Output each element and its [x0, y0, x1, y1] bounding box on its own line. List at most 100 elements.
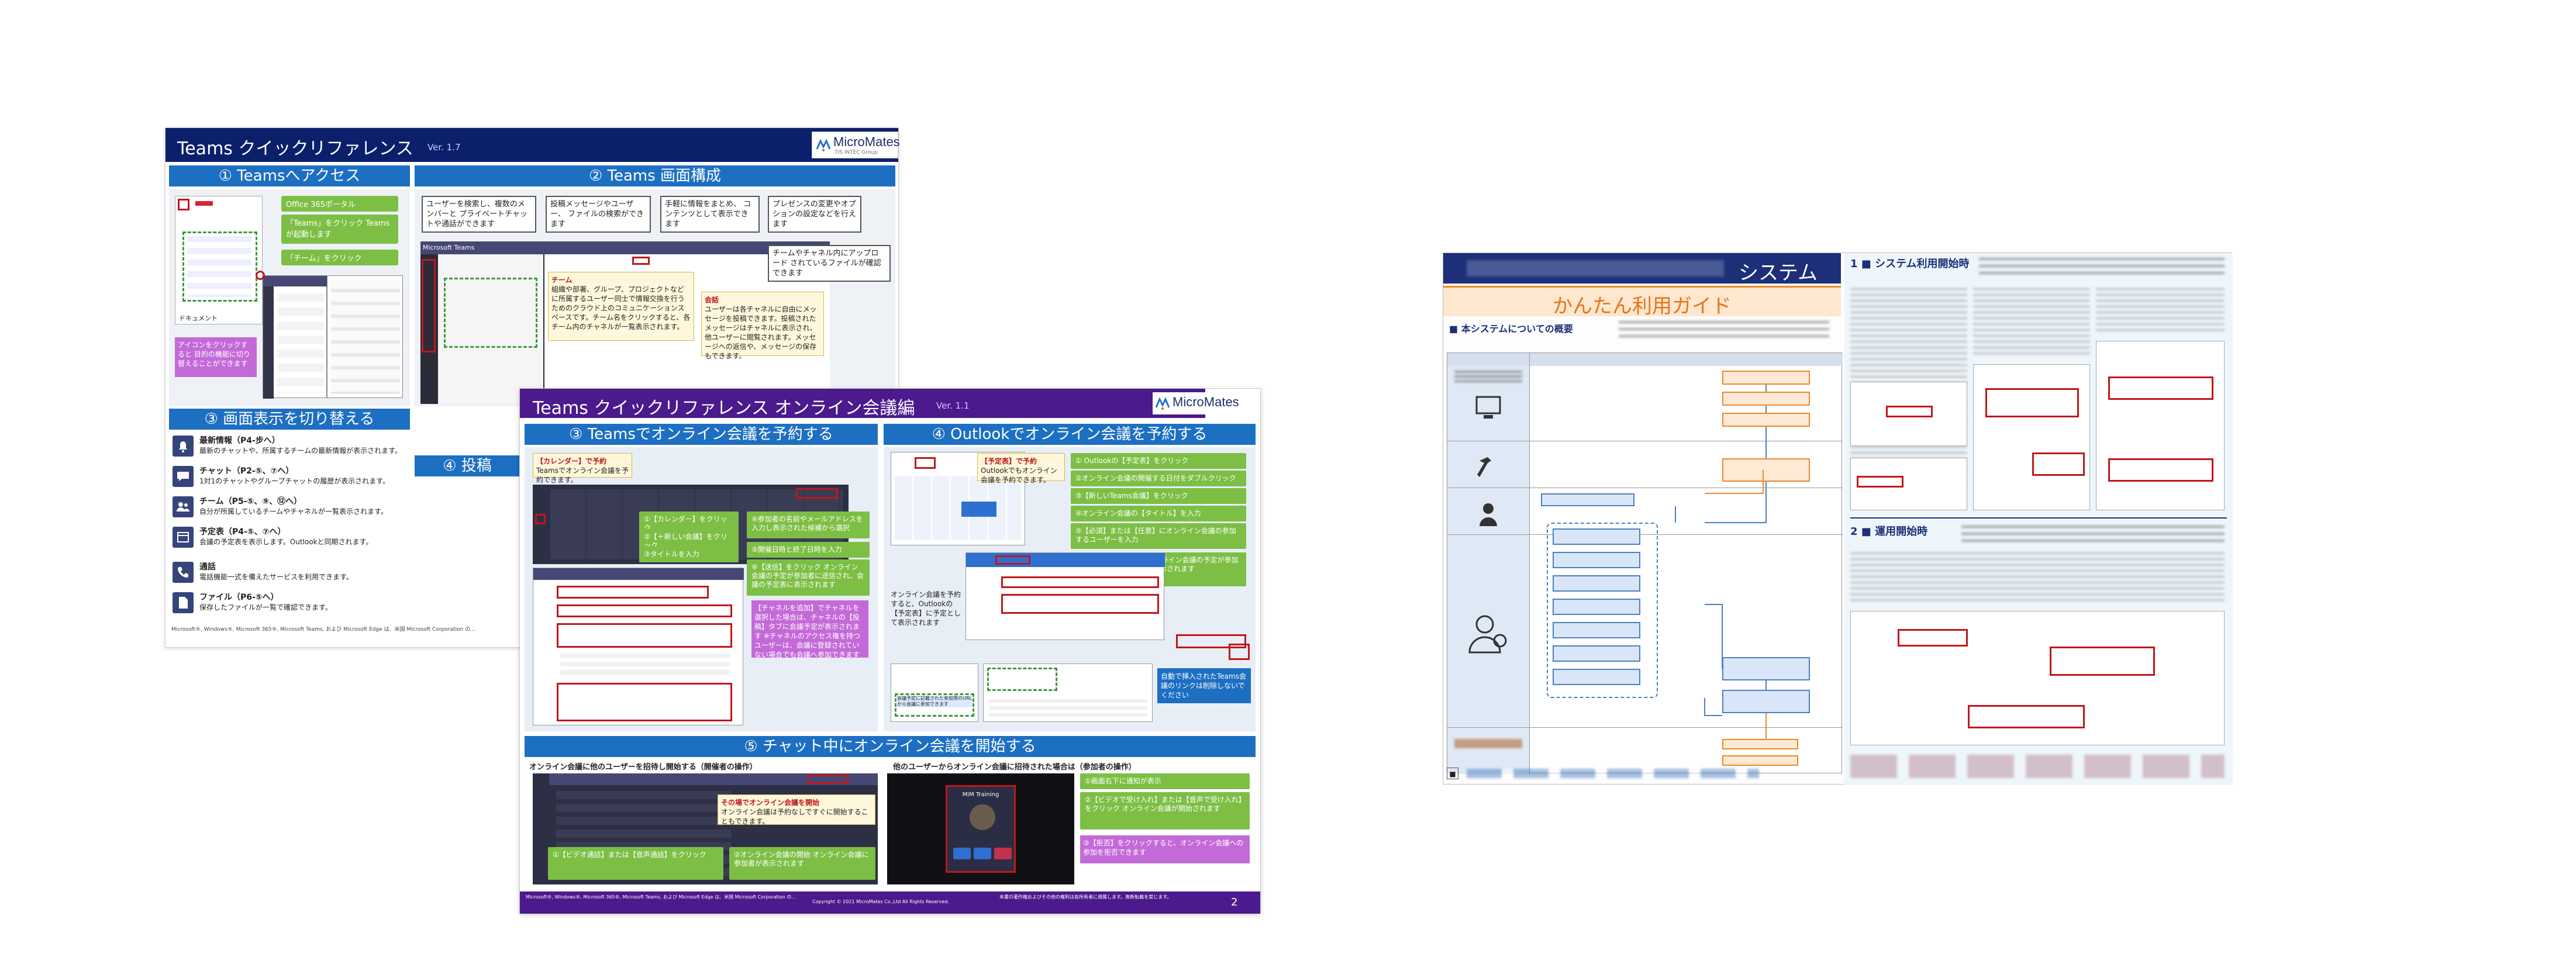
view-row-text: 最新のチャットや、所属するチームの最新情報が表示されます。 [199, 447, 402, 455]
team-list-pane [438, 254, 543, 404]
guide-title-band: システム [1443, 253, 1841, 285]
operation-screenshot [1850, 611, 2225, 745]
s3-step-4: ④参加者の名前やメールアドレスを入力し表示された候補から選択 [747, 512, 870, 538]
s4-step-4: ④オンライン会議の【タイトル】を入力 [1071, 506, 1246, 521]
new-meeting-highlight [796, 488, 838, 499]
team-icon [173, 496, 194, 517]
view-row-title: 最新情報（P4-步へ） [199, 436, 280, 445]
calendar-button-highlight [915, 457, 936, 469]
blurred-bottom-links [1467, 769, 1759, 778]
card2-footer: Microsoft®, Windows®, Microsoft 365®, Mi… [520, 891, 1260, 914]
card2-header: Teams クイックリファレンス オンライン会議編 Ver. 1.1 Micro… [520, 389, 1260, 419]
form-header [533, 568, 744, 580]
team-note-title: チーム [551, 276, 573, 284]
footer-right: 本書の著作権およびその他の権利は各所有者に帰属します。無断転載を禁じます。 [999, 894, 1172, 900]
page-mark: ■ [1447, 768, 1458, 779]
feed-mock [327, 275, 403, 398]
s4-side-note: オンライン会議を予約すると、Outlookの【予定表】に予定として表示されます [891, 590, 961, 627]
bell-icon [173, 436, 194, 457]
micromates-logo: MicroMates [1153, 392, 1258, 414]
teams-rail [263, 286, 274, 399]
app-icon [195, 201, 213, 206]
s5-left-step-1: ①【ビデオ通話】または【音声通話】をクリック [548, 847, 723, 880]
s5-note: その場でオンライン会議を開始 オンライン会議は予約なしですぐに開始することもでき… [718, 794, 875, 825]
section3-title: ③ 画面表示を切り替える [169, 409, 410, 430]
logo-sub: TIS INTEC Group [834, 150, 878, 155]
view-row-5: 通話 電話機能一式を備えたサービスを利用できます。 [169, 558, 410, 588]
s5-right-head: 他のユーザーからオンライン会議に招待された場合は（参加者の操作） [893, 763, 1136, 772]
highlight [1968, 705, 2085, 728]
s3-note-text: Teamsでオンライン会議を予約できます。 [536, 466, 629, 484]
calendar-icon [173, 527, 194, 548]
phone-icon [173, 562, 194, 583]
teams-titlebar [263, 276, 327, 286]
system-usage-guide: システム かんたん利用ガイド ■ 本システムについての概要 [1443, 253, 2233, 785]
blurred-role-label [1454, 371, 1522, 382]
logo-text: MicroMates [1173, 395, 1239, 409]
blurred-steps [1850, 552, 2225, 605]
guide-subtitle: かんたん利用ガイド [1553, 295, 1732, 318]
view-row-title: 通話 [199, 562, 216, 572]
section1-title: ① Teamsへアクセス [169, 165, 410, 186]
section2-title: ② Teams 画面構成 [415, 165, 895, 186]
required-highlight [1001, 594, 1159, 614]
section-divider [1850, 517, 2227, 519]
s5-left-head: オンライン会議に他のユーザーを招待し開始する（開催者の操作） [529, 763, 757, 772]
settings-screenshot [2096, 341, 2225, 510]
worker-icon [1480, 503, 1497, 526]
computer-icon [1475, 396, 1501, 419]
rail-highlight [422, 259, 436, 353]
team-list-highlight [444, 278, 537, 348]
person-icon [1468, 615, 1507, 654]
flow-box [1722, 657, 1810, 680]
caller-avatar [970, 804, 995, 830]
conversation-note: 会話 ユーザーは各チャネルに自由にメッセージを投稿できます。投稿されたメッセージ… [701, 292, 824, 360]
title-field-highlight [557, 586, 709, 599]
view-row-4: 予定表（P4-⑤、⑦へ） 会議の予定表を表示します。Outlookと同期されます… [169, 523, 410, 557]
flow-box [1722, 413, 1810, 427]
view-row-text: 保存したファイルが一覧で確認できます。 [199, 603, 332, 611]
step-green-3: 「チーム」をクリック [281, 250, 398, 265]
s3-note: 【カレンダー】で予約 Teamsでオンライン会議を予約できます。 [533, 453, 632, 484]
s4-panel: 【予定表】で予約 Outlookでもオンライン会議を予約できます。 ① Outl… [884, 447, 1256, 731]
blurred-section-text [1979, 258, 2225, 275]
teams-quick-reference-card: Teams クイックリファレンス Ver. 1.7 MicroMates TIS… [165, 127, 900, 648]
s4-link-note: 自動で挿入されたTeams会議のリンクは削除しないでください [1157, 668, 1251, 703]
blurred-steps-col2 [1973, 288, 2090, 358]
body-lines [989, 699, 1147, 717]
card-title: Teams クイックリファレンス [177, 139, 413, 159]
mini-calendar-mock: 会議予定に記載された参加用のURLから会議に参加できます [891, 663, 978, 722]
s5-right-step-2: ②【ビデオで受け入れ】または【音声で受け入れ】をクリック オンライン会議が開始さ… [1080, 792, 1250, 830]
teams-meeting-highlight [995, 555, 1030, 565]
blurred-steps-col3 [2096, 288, 2225, 335]
file-icon [173, 592, 194, 613]
teams-header: Microsoft Teams [420, 241, 830, 254]
documents-label: ドキュメント [179, 315, 218, 322]
s5-note-text: オンライン会議は予約なしですぐに開始することもできます。 [721, 808, 868, 825]
blurred-section-text [1961, 526, 2225, 543]
accept-audio-button[interactable] [974, 848, 991, 859]
card-version: Ver. 1.7 [427, 142, 461, 153]
apps-highlight [182, 231, 257, 302]
section2-panel: ユーザーを検索し、複数のメンバーと プライベートチャットや通話ができます 投稿メ… [415, 189, 895, 406]
event-highlight [895, 693, 974, 717]
view-row-text: 1対1のチャットやグループチャットの履歴が表示されます。 [199, 477, 390, 485]
s3-title: ③ Teamsでオンライン会議を予約する [525, 424, 878, 445]
flow-table [1447, 353, 1843, 774]
details-field-highlight [557, 683, 732, 721]
s4-step-5: ⑤【必須】または【任意】にオンライン会議の参加するユーザーを入力 [1071, 523, 1246, 549]
subject-highlight [1001, 576, 1159, 588]
s3-step-5: ⑤開催日時と終了日時を入力 [747, 542, 870, 558]
highlight [2108, 458, 2213, 482]
view-row-2: チャット（P2-⑤、⑦へ） 1対1のチャットやグループチャットの履歴が表示されま… [169, 462, 410, 492]
send-highlight [1176, 634, 1246, 648]
callout-search: 投稿メッセージやユーザー、 ファイルの検索ができます [546, 196, 651, 233]
team-note-text: 組織や部署、グループ、プロジェクトなどに所属するユーザー同士で情報交換を行うため… [551, 285, 691, 331]
accept-video-button[interactable] [953, 848, 971, 859]
flow-box [1553, 669, 1640, 685]
flow-box [1553, 575, 1640, 592]
app-grid [187, 236, 251, 297]
footer-left: Microsoft®, Windows®, Microsoft 365®, Mi… [526, 894, 796, 900]
right-section-1: 1 ■ システム利用開始時 [1850, 258, 1970, 270]
decline-button[interactable] [994, 848, 1012, 859]
